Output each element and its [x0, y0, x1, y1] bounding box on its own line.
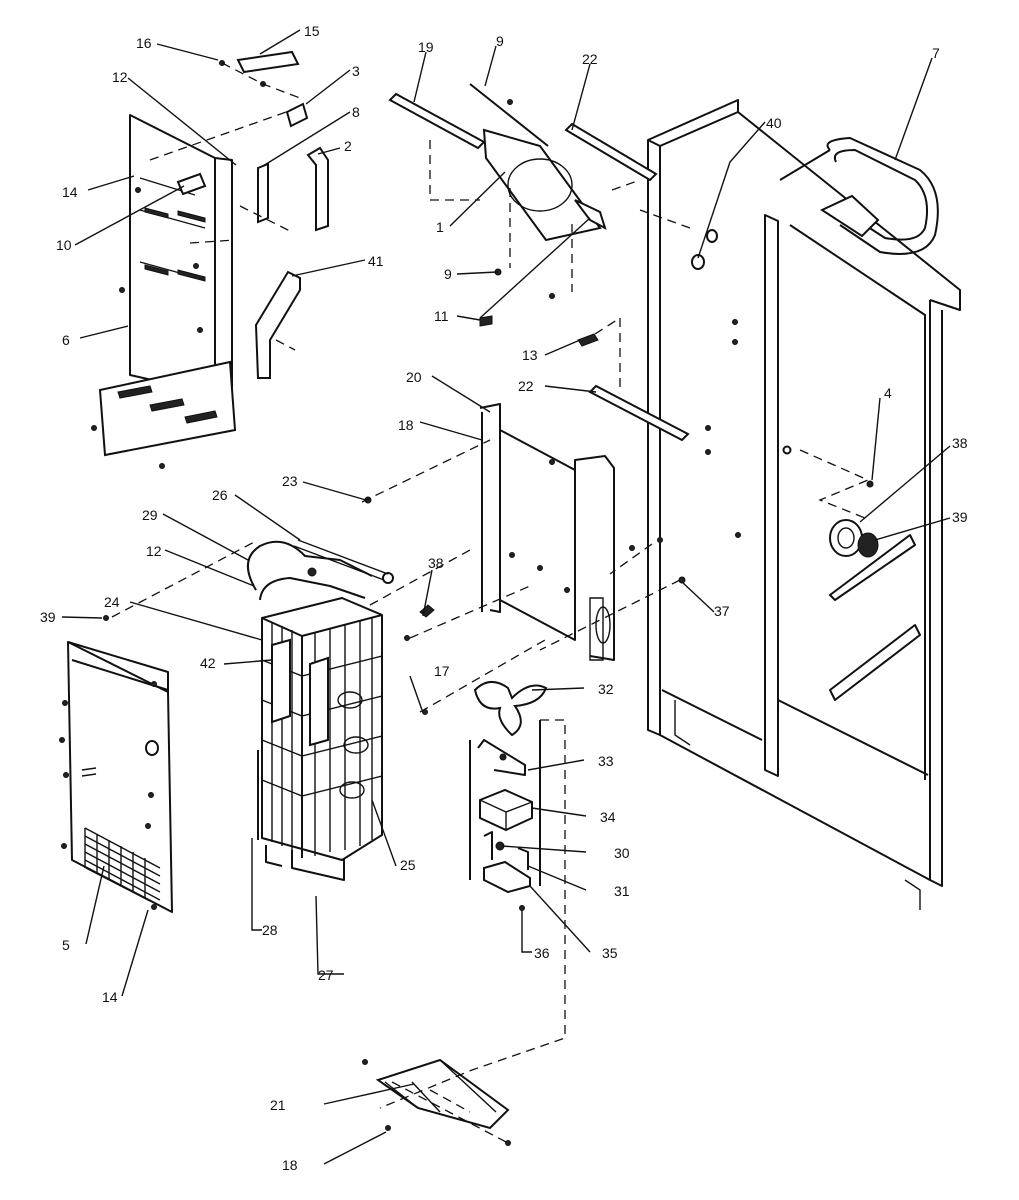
callout-label: 38 [428, 555, 444, 571]
callout-label: 28 [262, 922, 278, 938]
top-bracket-15 [219, 50, 300, 87]
duct-2 [306, 146, 329, 232]
callout-label: 29 [142, 507, 158, 523]
callout-label: 2 [344, 138, 352, 154]
callout-label: 24 [104, 594, 120, 610]
strip-19 [388, 92, 486, 150]
callout-label: 20 [406, 369, 422, 385]
drain-trough-21 [362, 1058, 511, 1146]
callout-label: 34 [600, 809, 616, 825]
callout-label: 5 [62, 937, 70, 953]
callout-label: 32 [598, 681, 614, 697]
callout-label: 1 [436, 219, 444, 235]
callout-label: 30 [614, 845, 630, 861]
fasteners-23-37-38-17 [364, 496, 686, 715]
callout-label: 18 [398, 417, 414, 433]
callout-label: 7 [932, 45, 940, 61]
callout-label: 9 [444, 266, 452, 282]
fan-housing-1 [469, 83, 607, 242]
callout-labels: 1 2 3 4 5 6 7 8 9 9 10 11 12 12 13 14 14… [40, 23, 968, 1173]
callout-label: 26 [212, 487, 228, 503]
rear-panel-5 [59, 615, 173, 913]
callout-label: 3 [352, 63, 360, 79]
callout-label: 40 [766, 115, 782, 131]
bracket-4-38-39 [691, 254, 879, 558]
strip-22-upper [564, 122, 658, 182]
wire-26 [293, 539, 389, 581]
callout-label: 35 [602, 945, 618, 961]
callout-label: 31 [614, 883, 630, 899]
callout-label: 21 [270, 1097, 286, 1113]
callout-label: 16 [136, 35, 152, 51]
callout-label: 25 [400, 857, 416, 873]
callout-label: 14 [62, 184, 78, 200]
control-box-3 [285, 102, 309, 128]
callout-label: 38 [952, 435, 968, 451]
leader-lines [61, 29, 951, 1165]
callout-label: 36 [534, 945, 550, 961]
evaporator-coil [261, 567, 394, 861]
callout-label: 12 [112, 69, 128, 85]
callout-label: 22 [582, 51, 598, 67]
callout-label: 14 [102, 989, 118, 1005]
callout-label: 22 [518, 378, 534, 394]
duct-41 [254, 270, 301, 379]
callout-label: 39 [40, 609, 56, 625]
tube-29 [247, 540, 373, 601]
control-panel-6 [91, 114, 237, 469]
callout-label: 18 [282, 1157, 298, 1173]
callout-label: 42 [200, 655, 216, 671]
callout-label: 19 [418, 39, 434, 55]
callout-label: 6 [62, 332, 70, 348]
callout-label: 8 [352, 104, 360, 120]
callout-label: 41 [368, 253, 384, 269]
tubes-27-28 [257, 750, 345, 881]
assembly-lines [111, 62, 871, 1144]
callout-label: 15 [304, 23, 320, 39]
callout-label: 39 [952, 509, 968, 525]
callout-label: 17 [434, 663, 450, 679]
callout-label: 23 [282, 473, 298, 489]
callout-label: 11 [434, 308, 449, 324]
callout-label: 4 [884, 385, 892, 401]
evap-cover-20 [479, 403, 635, 661]
callout-label: 10 [56, 237, 72, 253]
strip-8 [257, 162, 269, 224]
fasteners-9-11-13 [479, 268, 599, 347]
callout-label: 37 [714, 603, 730, 619]
callout-label: 33 [598, 753, 614, 769]
cabinet-shell [647, 99, 961, 910]
callout-label: 13 [522, 347, 538, 363]
callout-label: 9 [496, 33, 504, 49]
fan-motor-assembly [469, 681, 548, 911]
strip-22-lower [588, 384, 690, 442]
top-cold-tube [779, 137, 939, 255]
callout-label: 27 [318, 967, 334, 983]
callout-label: 12 [146, 543, 162, 559]
